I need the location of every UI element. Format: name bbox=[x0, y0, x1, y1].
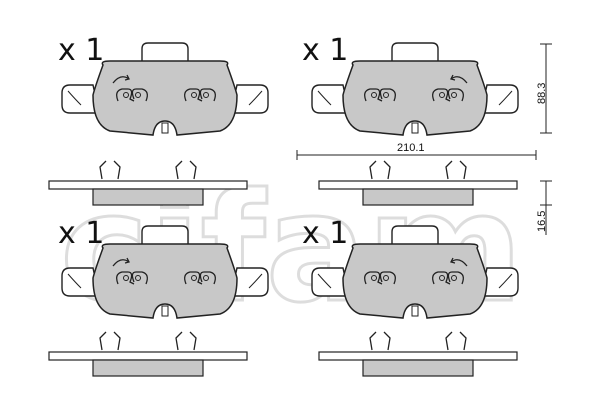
dimension-height-label: 88.3 bbox=[536, 83, 548, 104]
dimension-thickness: 16.5 bbox=[536, 180, 552, 235]
brake-pad-front-view-bottom-right bbox=[311, 225, 519, 319]
brake-pad-side-view-bottom-left bbox=[48, 331, 248, 377]
quantity-label-bottom-left: x 1 bbox=[58, 216, 104, 251]
quantity-label-bottom-right: x 1 bbox=[302, 216, 348, 251]
dimension-width: 210.1 bbox=[296, 142, 537, 160]
dimension-thickness-label: 16.5 bbox=[536, 211, 548, 232]
wear-indicator-arrow bbox=[450, 76, 468, 84]
quantity-label-top-left: x 1 bbox=[58, 33, 104, 68]
brake-pad-front-view-top-left bbox=[61, 42, 269, 136]
dimension-width-label: 210.1 bbox=[397, 142, 425, 154]
quantity-label-top-right: x 1 bbox=[302, 33, 348, 68]
wear-indicator-arrow bbox=[112, 76, 130, 84]
dimension-height: 88.3 bbox=[536, 43, 552, 134]
brake-pad-front-view-bottom-left bbox=[61, 225, 269, 319]
brake-pad-front-view-top-right bbox=[311, 42, 519, 136]
brake-pad-side-view-bottom-right bbox=[318, 331, 518, 377]
